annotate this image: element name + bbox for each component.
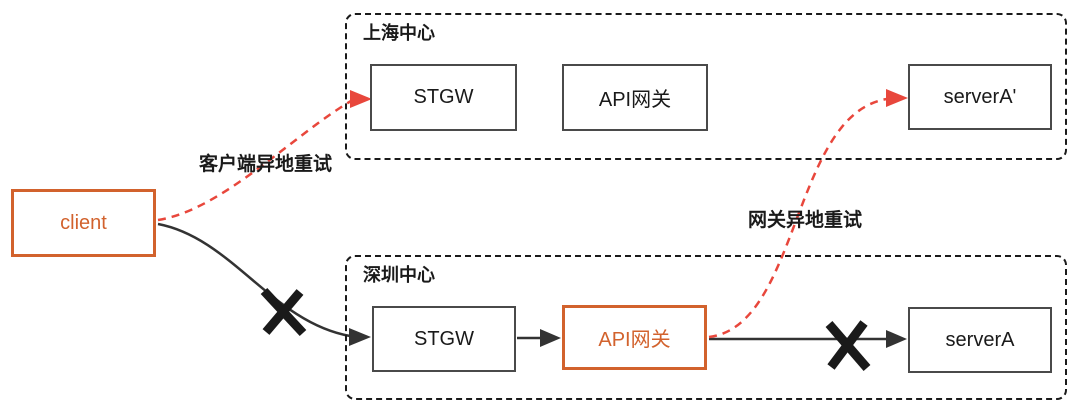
client-to-shenzhen-arrow-path (157, 222, 351, 338)
gateway-retry-annotation: 网关异地重试 (748, 210, 863, 231)
client-node: client (11, 189, 156, 257)
shenzhen-stgw-label: STGW (414, 327, 474, 350)
client-retry-arrow-path (157, 99, 352, 222)
shanghai-datacenter-container: 上海中心 (345, 13, 1067, 160)
shanghai-stgw-label: STGW (413, 86, 474, 108)
shenzhen-api-gateway-label: API网关 (598, 329, 671, 351)
failure-x-icon (825, 320, 871, 371)
client-node-label: client (60, 211, 107, 234)
api-to-servera-arrowhead-icon (886, 330, 907, 348)
shenzhen-datacenter-container: 深圳中心 (345, 255, 1067, 400)
gateway-retry-arrowhead-icon (886, 89, 908, 107)
shenzhen-servera-label: serverA (945, 328, 1015, 351)
shenzhen-api-gateway-node: API网关 (562, 305, 707, 370)
stgw-to-api-arrowhead-icon (540, 329, 561, 347)
shanghai-datacenter-title: 上海中心 (363, 23, 435, 43)
shenzhen-servera-node: serverA (908, 307, 1052, 373)
shanghai-api-gateway-label: API网关 (598, 89, 672, 111)
client-retry-annotation: 客户端异地重试 (199, 154, 333, 175)
client-to-shenzhen-arrowhead-icon (349, 328, 371, 346)
shenzhen-stgw-node: STGW (372, 306, 516, 372)
client-retry-arrowhead-icon (350, 90, 372, 108)
shanghai-api-gateway-node: API网关 (562, 64, 708, 131)
shanghai-servera-prime-node: serverA' (908, 64, 1052, 130)
failure-x-icon (260, 287, 307, 337)
shenzhen-datacenter-title: 深圳中心 (363, 265, 435, 285)
shanghai-servera-prime-label: serverA' (943, 85, 1017, 108)
shanghai-stgw-node: STGW (370, 64, 517, 131)
gateway-retry-arrow-path (708, 97, 888, 339)
